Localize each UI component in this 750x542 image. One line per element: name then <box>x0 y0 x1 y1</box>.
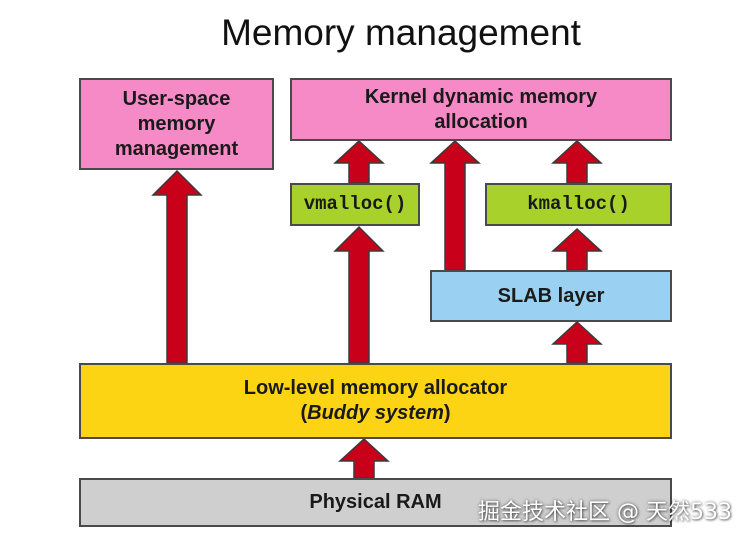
low-level-allocator-box: Low-level memory allocator (Buddy system… <box>79 363 672 439</box>
arrow-kmalloc-to-kernel <box>551 139 603 184</box>
vmalloc-label: vmalloc() <box>303 193 407 215</box>
kmalloc-label: kmalloc() <box>527 193 630 215</box>
buddy-system-line: (Buddy system) <box>300 402 451 424</box>
kernel-dynamic-memory-box: Kernel dynamic memory allocation <box>290 78 672 141</box>
arrow-slab-to-kernel <box>429 139 481 271</box>
physical-ram-label: Physical RAM <box>309 491 442 513</box>
arrow-vmalloc-to-kernel <box>333 139 385 184</box>
slab-layer-label: SLAB layer <box>497 284 605 307</box>
arrow-ram-to-allocator <box>338 437 390 479</box>
user-space-memory-label: User-space memory management <box>114 87 239 160</box>
low-level-allocator-label: Low-level memory allocator <box>243 377 508 399</box>
arrow-slab-to-kmalloc <box>551 227 603 271</box>
buddy-system-label: Buddy system <box>307 402 444 424</box>
physical-ram-box: Physical RAM <box>79 478 672 527</box>
watermark-text: 掘金技术社区 @ 天然533 <box>478 500 732 525</box>
user-space-memory-box: User-space memory management <box>79 78 274 170</box>
vmalloc-box: vmalloc() <box>290 183 420 226</box>
slab-layer-box: SLAB layer <box>430 270 672 322</box>
arrow-allocator-to-vmalloc <box>333 225 385 364</box>
kernel-dynamic-memory-label: Kernel dynamic memory allocation <box>364 85 598 133</box>
arrow-allocator-to-userspace <box>151 169 203 364</box>
arrow-allocator-to-slab <box>551 320 603 364</box>
diagram-title: Memory management <box>221 12 581 53</box>
kmalloc-box: kmalloc() <box>485 183 672 226</box>
